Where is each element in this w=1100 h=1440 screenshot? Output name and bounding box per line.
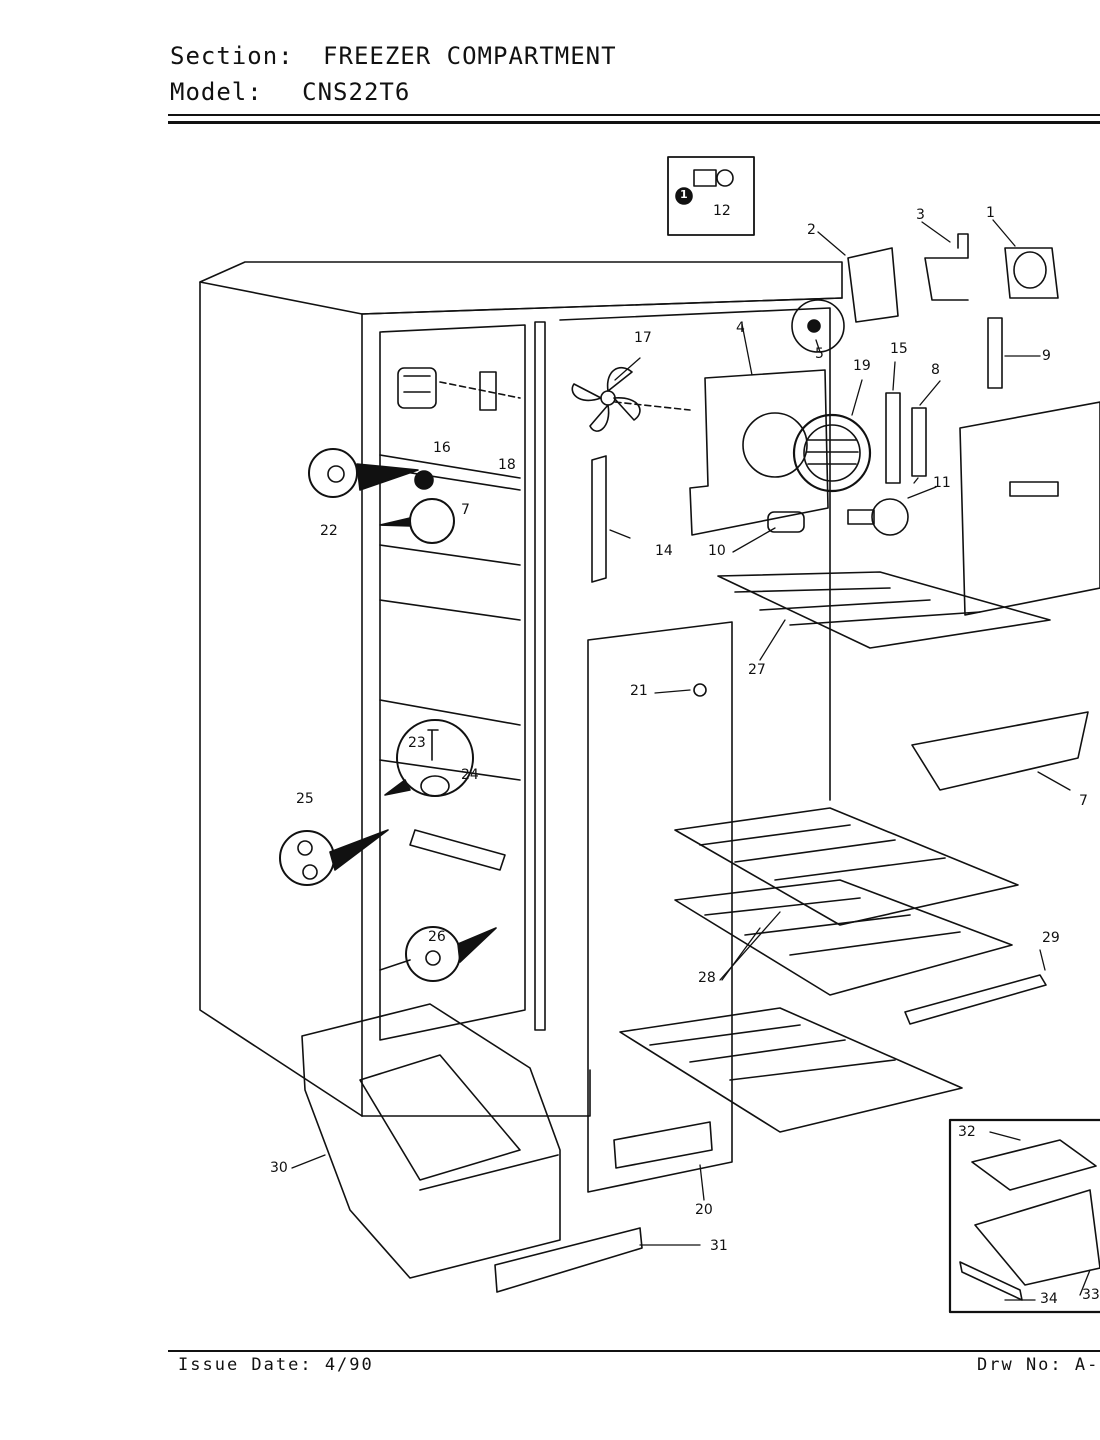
callout-2: 2 — [807, 222, 816, 238]
callout-11: 11 — [933, 475, 951, 491]
callout-3: 3 — [916, 207, 925, 223]
bulb-11 — [847, 498, 909, 536]
callout-23: 23 — [408, 735, 426, 751]
callout-20: 20 — [695, 1202, 713, 1218]
strip-8 — [911, 407, 927, 477]
callout-24: 24 — [461, 767, 479, 783]
section-label: Section: — [170, 42, 294, 70]
callout-25: 25 — [296, 791, 314, 807]
inset-12 — [667, 156, 755, 236]
light-housing-1 — [1004, 247, 1059, 299]
channel-14 — [591, 455, 607, 583]
model-label: Model: — [170, 78, 263, 106]
callout-27: 27 — [748, 662, 766, 678]
shelf-28-lower — [674, 879, 1013, 996]
detail-circle-26 — [405, 926, 497, 982]
issue-date: Issue Date: 4/90 — [178, 1355, 374, 1375]
callout-26: 26 — [428, 929, 446, 945]
footer-rule — [168, 1350, 1100, 1352]
liner-panel-20 — [587, 621, 733, 1193]
header-rule-top — [168, 114, 1100, 116]
callout-5: 5 — [815, 346, 824, 362]
callout-29: 29 — [1042, 930, 1060, 946]
callout-8: 8 — [931, 362, 940, 378]
callout-31: 31 — [710, 1238, 728, 1254]
section-heading: Section: FREEZER COMPARTMENT — [170, 42, 617, 70]
motor-5 — [791, 299, 845, 353]
callout-10: 10 — [708, 543, 726, 559]
rear-panel — [959, 401, 1100, 616]
leader-lines — [291, 219, 1091, 1301]
callout-7a: 7 — [461, 502, 470, 518]
section-value: FREEZER COMPARTMENT — [323, 42, 617, 70]
clip-3 — [924, 233, 969, 301]
detail-circle-23-24 — [384, 719, 474, 797]
fan-grille-19 — [792, 413, 872, 493]
callout-22: 22 — [320, 523, 338, 539]
fan-blade-17 — [571, 366, 691, 432]
callout-15: 15 — [890, 341, 908, 357]
model-value: CNS22T6 — [302, 78, 411, 106]
callout-28: 28 — [698, 970, 716, 986]
strip-15 — [885, 392, 901, 484]
bracket-2 — [847, 247, 899, 323]
shelf-bottom — [619, 1007, 963, 1133]
trim-29 — [904, 974, 1047, 1025]
bracket-18 — [439, 371, 521, 411]
callout-34: 34 — [1040, 1291, 1058, 1307]
header-rule-bottom — [168, 121, 1100, 124]
callout-9: 9 — [1042, 348, 1051, 364]
strip-9 — [987, 317, 1003, 389]
callout-top-1: 1 — [680, 188, 688, 201]
callout-1: 1 — [986, 205, 995, 221]
detail-circle-25 — [279, 829, 389, 886]
panel-slot — [1009, 481, 1059, 497]
callout-33: 33 — [1082, 1287, 1100, 1303]
bin-30 — [301, 1003, 561, 1279]
callout-17: 17 — [634, 330, 652, 346]
lamp-socket-10 — [767, 511, 805, 533]
callout-4: 4 — [736, 320, 745, 336]
tray-7 — [911, 711, 1089, 791]
drawing-number: Drw No: A- — [977, 1355, 1100, 1375]
callout-18: 18 — [498, 457, 516, 473]
freezer-cabinet — [199, 261, 843, 1117]
callout-12: 12 — [713, 203, 731, 219]
detail-circle-7 — [379, 498, 455, 544]
ice-tray-inset — [948, 1118, 1100, 1314]
callout-16: 16 — [433, 440, 451, 456]
callout-19: 19 — [853, 358, 871, 374]
callout-14: 14 — [655, 543, 673, 559]
detail-circle-22 — [308, 448, 434, 498]
trim-31 — [494, 1227, 643, 1293]
shelf-27 — [717, 571, 1051, 649]
shelf-28-upper — [674, 807, 1019, 926]
callout-7b: 7 — [1079, 793, 1088, 809]
model-heading: Model: CNS22T6 — [170, 78, 410, 106]
thermostat-16 — [397, 367, 437, 409]
callout-21: 21 — [630, 683, 648, 699]
evaporator-cover-4 — [689, 369, 829, 536]
callout-32: 32 — [958, 1124, 976, 1140]
callout-30: 30 — [270, 1160, 288, 1176]
